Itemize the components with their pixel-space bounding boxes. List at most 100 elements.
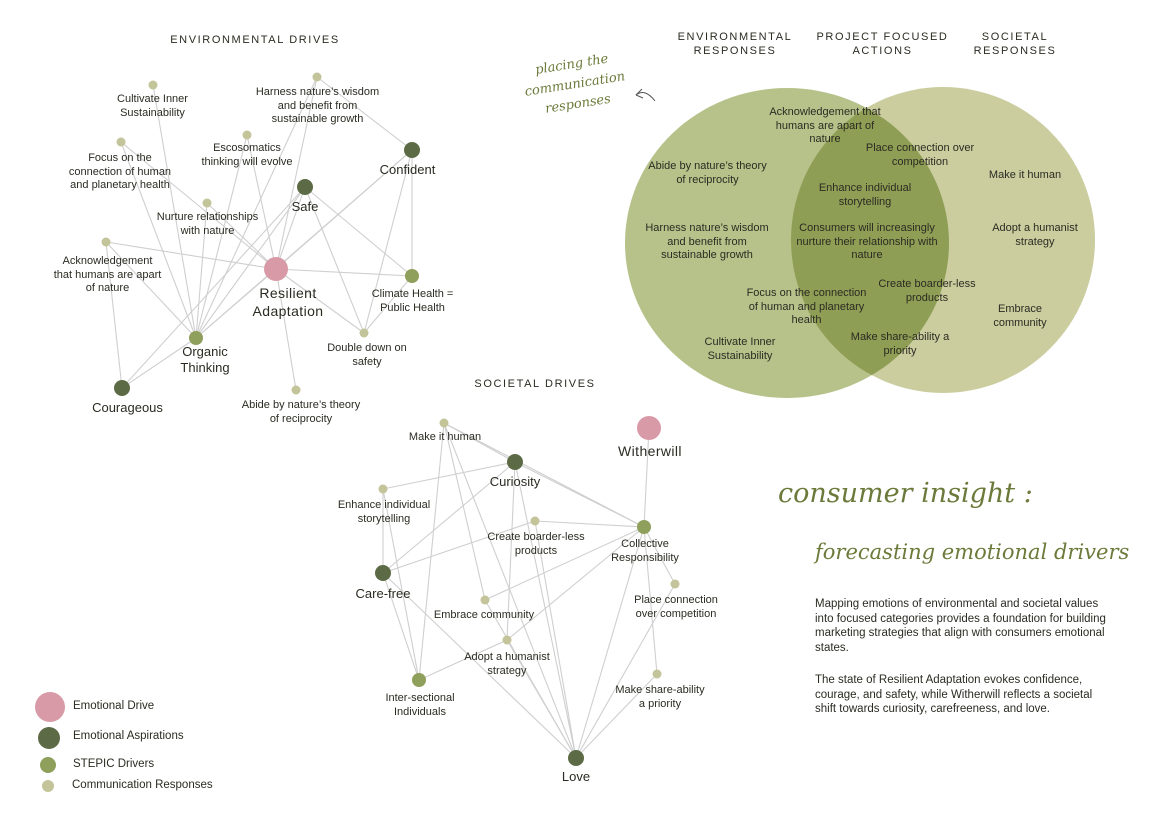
legend-emotional-aspirations-label: Emotional Aspirations: [73, 730, 184, 742]
edge-organic-nurture: [195, 202, 208, 339]
node-label-place-connection: Place connection over competition: [634, 594, 718, 620]
edge-courageous-safe: [121, 186, 306, 389]
edge-organic-acknowledgement: [105, 241, 197, 339]
venn-label-abide: Abide by nature’s theory of reciprocity: [648, 160, 767, 186]
edge-collective-embrace: [484, 526, 645, 601]
edge-intersectional-make_human: [418, 422, 445, 681]
edge-resilient-acknowledgement: [105, 241, 277, 270]
edge-safe-double_down: [304, 186, 365, 334]
legend-stepic-drivers-dot: [40, 757, 56, 773]
edge-resilient-nurture: [206, 202, 277, 270]
venn-label-consumers: Consumers will increasingly nurture thei…: [796, 222, 938, 261]
edge-organic-courageous: [121, 337, 197, 389]
venn-right-title: SOCIETAL RESPONSES: [973, 31, 1057, 57]
node-label-make-human: Make it human: [408, 431, 482, 443]
edge-collective-place: [643, 526, 676, 585]
legend-communication-responses-dot: [42, 780, 54, 792]
edge-carefree-love: [382, 572, 577, 759]
annotation-arrow: [635, 92, 656, 102]
node-label-love: Love: [561, 769, 591, 784]
node-curiosity: [507, 454, 523, 470]
node-label-embrace: Embrace community: [433, 609, 535, 621]
venn-label-focus: Focus on the connection of human and pla…: [746, 287, 867, 326]
legend-communication-responses-label: Communication Responses: [72, 779, 213, 791]
edge-curiosity-enhance: [382, 461, 516, 490]
node-boarder: [530, 516, 540, 526]
node-safe: [297, 179, 313, 195]
node-label-climate-health: Climate Health = Public Health: [371, 288, 454, 314]
edge-resilient-escosomatics: [246, 134, 277, 270]
node-label-focus: Focus on the connection of human and pla…: [68, 152, 172, 191]
node-double_down: [359, 328, 369, 338]
annotation-arrow-head: [635, 88, 644, 99]
edge-collective-share: [643, 526, 658, 675]
node-label-nurture: Nurture relationships with nature: [156, 211, 259, 237]
edge-collective-make_human: [443, 422, 645, 528]
venn-left-title: ENVIRONMENTAL RESPONSES: [677, 31, 793, 57]
legend-stepic-drivers-label: STEPIC Drivers: [73, 758, 155, 770]
edge-share-love: [575, 673, 658, 759]
node-label-curiosity: Curiosity: [489, 474, 541, 489]
node-label-safe: Safe: [291, 199, 319, 214]
node-enhance: [378, 484, 388, 494]
node-make_human: [439, 418, 449, 428]
edge-resilient-safe: [275, 186, 306, 270]
venn-mid-title: PROJECT FOCUSED ACTIONS: [816, 31, 949, 57]
edge-climate-double_down: [363, 275, 413, 334]
edge-resilient-double_down: [275, 268, 365, 334]
node-resilient: [264, 257, 288, 281]
node-label-harness: Harness nature’s wisdom and benefit from…: [255, 86, 380, 125]
edge-organic-focus: [120, 141, 197, 339]
node-label-acknowledgement: Acknowledgement that humans are apart of…: [53, 255, 162, 294]
venn-label-boarder-less: Create boarder-less products: [878, 278, 976, 304]
edge-curiosity-humanist: [506, 461, 516, 641]
node-acknowledgement: [101, 237, 111, 247]
node-label-boarder-less: Create boarder-less products: [487, 531, 585, 557]
node-abide: [291, 385, 301, 395]
node-label-intersectional: Inter-sectional Individuals: [385, 692, 455, 718]
edge-organic-escosomatics: [195, 134, 248, 339]
edge-curiosity-carefree: [382, 461, 516, 574]
node-label-enhance: Enhance individual storytelling: [337, 499, 431, 525]
edge-humanist-love: [506, 639, 577, 759]
edge-resilient-harness: [275, 76, 318, 270]
node-cultivate: [148, 80, 158, 90]
edge-boarder-love: [534, 520, 577, 759]
venn-label-share-ability: Make share-ability a priority: [850, 331, 950, 357]
node-love: [568, 750, 584, 766]
node-share: [652, 669, 662, 679]
node-climate: [405, 269, 419, 283]
venn-label-humanist: Adopt a humanist strategy: [992, 222, 1078, 248]
node-label-double-down: Double down on safety: [327, 342, 407, 368]
node-intersectional: [412, 673, 426, 687]
venn-label-make-human: Make it human: [988, 169, 1062, 181]
node-witherwill: [637, 416, 661, 440]
venn-label-enhance: Enhance individual storytelling: [818, 182, 912, 208]
edge-collective-humanist: [506, 526, 645, 641]
venn-overlap: [791, 88, 949, 393]
edge-collective-boarder: [534, 520, 645, 528]
node-humanist: [502, 635, 512, 645]
venn-label-acknowledgement: Acknowledgement that humans are apart of…: [769, 106, 881, 145]
edge-intersectional-enhance: [382, 488, 420, 681]
node-label-humanist: Adopt a humanist strategy: [464, 651, 550, 677]
edge-carefree-intersectional: [382, 572, 420, 681]
edge-collective-love: [575, 526, 645, 759]
node-harness: [312, 72, 322, 82]
edge-organic-harness: [195, 76, 318, 339]
node-courageous: [114, 380, 130, 396]
node-label-escosomatics: Escosomatics thinking will evolve: [201, 142, 293, 168]
edge-make_human-love: [443, 422, 577, 759]
node-label-abide: Abide by nature’s theory of reciprocity: [241, 399, 361, 425]
environmental-drives-title: ENVIRONMENTAL DRIVES: [170, 34, 340, 46]
legend-emotional-drive-label: Emotional Drive: [73, 700, 155, 712]
edge-place-love: [575, 583, 676, 759]
node-place: [670, 579, 680, 589]
node-label-witherwill: Witherwill: [618, 443, 682, 459]
node-label-organic-thinking: Organic Thinking: [180, 344, 230, 375]
node-label-care-free: Care-free: [355, 586, 411, 601]
edge-safe-organic: [195, 186, 306, 339]
node-label-resilient-adaptation: Resilient Adaptation: [252, 285, 324, 319]
edge-intersectional-humanist: [418, 639, 508, 681]
